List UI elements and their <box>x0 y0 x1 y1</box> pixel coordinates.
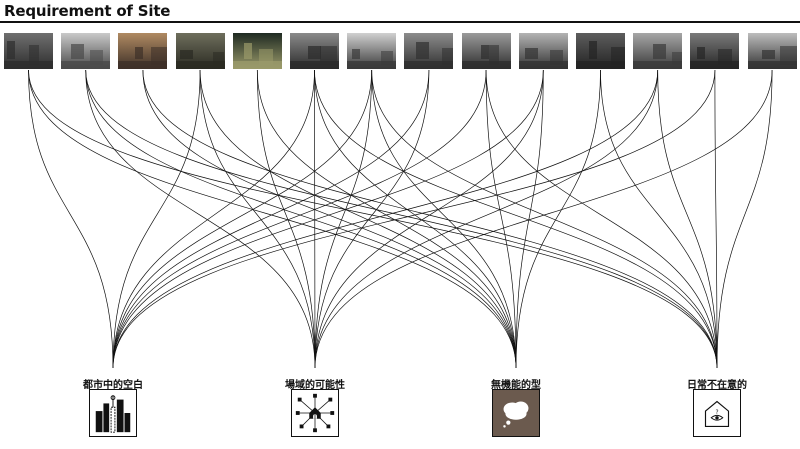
link-line <box>112 69 487 369</box>
category-label: 日常不在意的 <box>687 380 747 391</box>
alley-photo-icon <box>404 33 454 69</box>
link-line <box>112 69 201 369</box>
shopfront-photo-icon <box>232 33 282 69</box>
crosswalk-photo-icon <box>633 33 683 69</box>
street-photo-icon <box>4 33 53 69</box>
category-label: 都市中的空白 <box>83 380 143 391</box>
link-line <box>515 69 601 369</box>
house-eye-icon: ? <box>693 389 741 437</box>
link-line <box>314 69 718 369</box>
link-line <box>28 69 517 369</box>
link-line <box>314 69 373 369</box>
network-house-icon <box>291 389 339 437</box>
link-line <box>112 69 716 369</box>
overpass-photo-icon <box>347 33 397 69</box>
rooftop-photo-icon <box>518 33 568 69</box>
hillside-photo-icon <box>175 33 225 69</box>
title-rule <box>0 21 800 23</box>
shelter-photo-icon <box>690 33 740 69</box>
link-line <box>485 69 517 369</box>
diagram-title: Requirement of Site <box>4 2 171 20</box>
link-line <box>600 69 718 369</box>
sunset-city-photo-icon <box>118 33 168 69</box>
sky-road-photo-icon <box>61 33 111 69</box>
svg-text:?: ? <box>715 410 718 416</box>
trees-photo-icon <box>290 33 339 69</box>
link-line <box>199 69 316 369</box>
link-line <box>657 69 718 369</box>
link-line <box>112 69 659 369</box>
link-line <box>515 69 544 369</box>
buildings-photo-icon <box>461 33 511 69</box>
link-line <box>485 69 718 369</box>
link-line <box>314 69 659 369</box>
city-skyline-icon <box>89 389 137 437</box>
link-line <box>716 69 773 369</box>
link-line <box>112 69 315 369</box>
link-line <box>314 69 544 369</box>
link-line <box>85 69 718 369</box>
link-line <box>314 69 517 369</box>
mountain-road-photo-icon <box>747 33 797 69</box>
link-line <box>314 69 773 369</box>
link-line <box>371 69 517 369</box>
link-line <box>112 69 430 369</box>
link-line <box>199 69 517 369</box>
link-line <box>85 69 316 369</box>
link-line <box>85 69 517 369</box>
link-line <box>142 69 517 369</box>
link-line <box>28 69 718 369</box>
speech-cloud-icon <box>492 389 540 437</box>
category-label: 場域的可能性 <box>285 380 345 391</box>
link-line <box>28 69 114 369</box>
link-line <box>314 69 430 369</box>
link-line <box>112 69 544 369</box>
link-line <box>714 69 718 369</box>
category-label: 無機能的型 <box>491 380 541 391</box>
link-line <box>256 69 316 369</box>
link-line <box>112 69 373 369</box>
parking-photo-icon <box>576 33 625 69</box>
link-line <box>142 69 718 369</box>
link-line <box>314 69 316 369</box>
